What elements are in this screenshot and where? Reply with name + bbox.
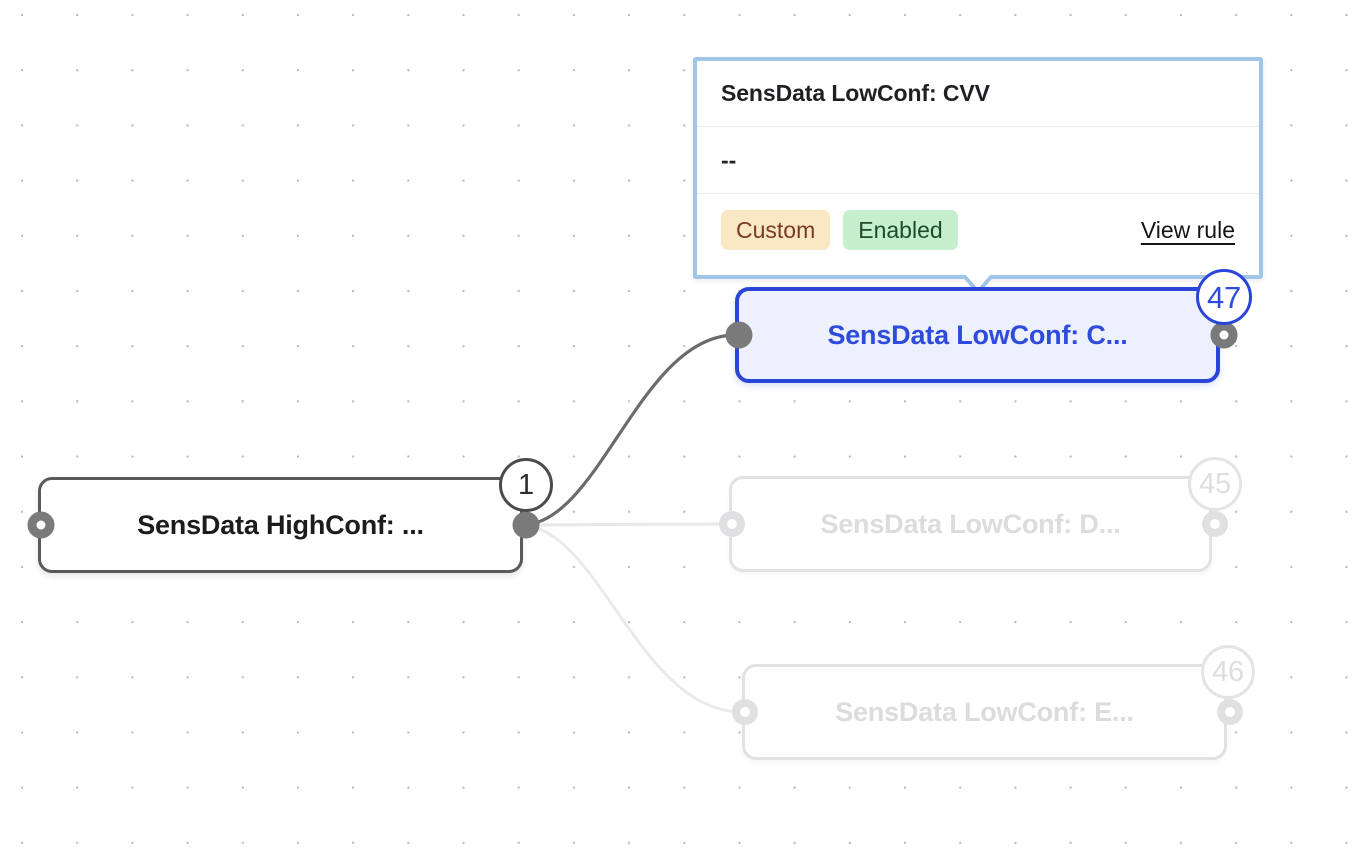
- node-source-handle[interactable]: [1210, 321, 1238, 349]
- node-detail-popover[interactable]: SensData LowConf: CVV -- Custom Enabled …: [693, 57, 1263, 295]
- edge-source-to-cvv: [522, 333, 736, 527]
- node-label: SensData LowConf: C...: [827, 319, 1128, 350]
- popover-chips: Custom Enabled: [721, 209, 958, 251]
- node-target-handle[interactable]: [27, 511, 55, 539]
- node-target-handle[interactable]: [732, 699, 758, 725]
- node-source-handle[interactable]: [1202, 511, 1228, 537]
- node-sensdata-lowconf-dob[interactable]: SensData LowConf: D... 45: [719, 457, 1242, 572]
- node-label: SensData LowConf: D...: [820, 508, 1121, 539]
- node-target-handle[interactable]: [719, 511, 745, 537]
- node-sensdata-lowconf-email[interactable]: SensData LowConf: E... 46: [732, 645, 1255, 760]
- popover-footer: Custom Enabled View rule: [697, 194, 1259, 266]
- edge-source-to-dob: [522, 522, 730, 527]
- node-badge-count: 46: [1201, 645, 1255, 699]
- node-source-handle[interactable]: [512, 511, 540, 539]
- view-rule-link[interactable]: View rule: [1140, 216, 1235, 243]
- badge-custom: Custom: [721, 209, 831, 251]
- node-badge-count: 1: [499, 458, 553, 512]
- node-sensdata-highconf[interactable]: SensData HighConf: ... 1: [27, 458, 553, 573]
- edge-source-to-email: [522, 523, 743, 714]
- popover-title: SensData LowConf: CVV: [697, 61, 1259, 127]
- node-source-handle[interactable]: [1217, 699, 1243, 725]
- node-badge-count: 45: [1188, 457, 1242, 511]
- badge-enabled: Enabled: [843, 209, 958, 251]
- node-sensdata-lowconf-cvv[interactable]: SensData LowConf: C... 47: [725, 269, 1252, 383]
- popover-value: --: [697, 127, 1259, 194]
- node-badge-count: 47: [1196, 269, 1252, 325]
- node-label: SensData LowConf: E...: [835, 696, 1134, 727]
- node-label: SensData HighConf: ...: [137, 509, 424, 540]
- node-target-handle[interactable]: [725, 321, 753, 349]
